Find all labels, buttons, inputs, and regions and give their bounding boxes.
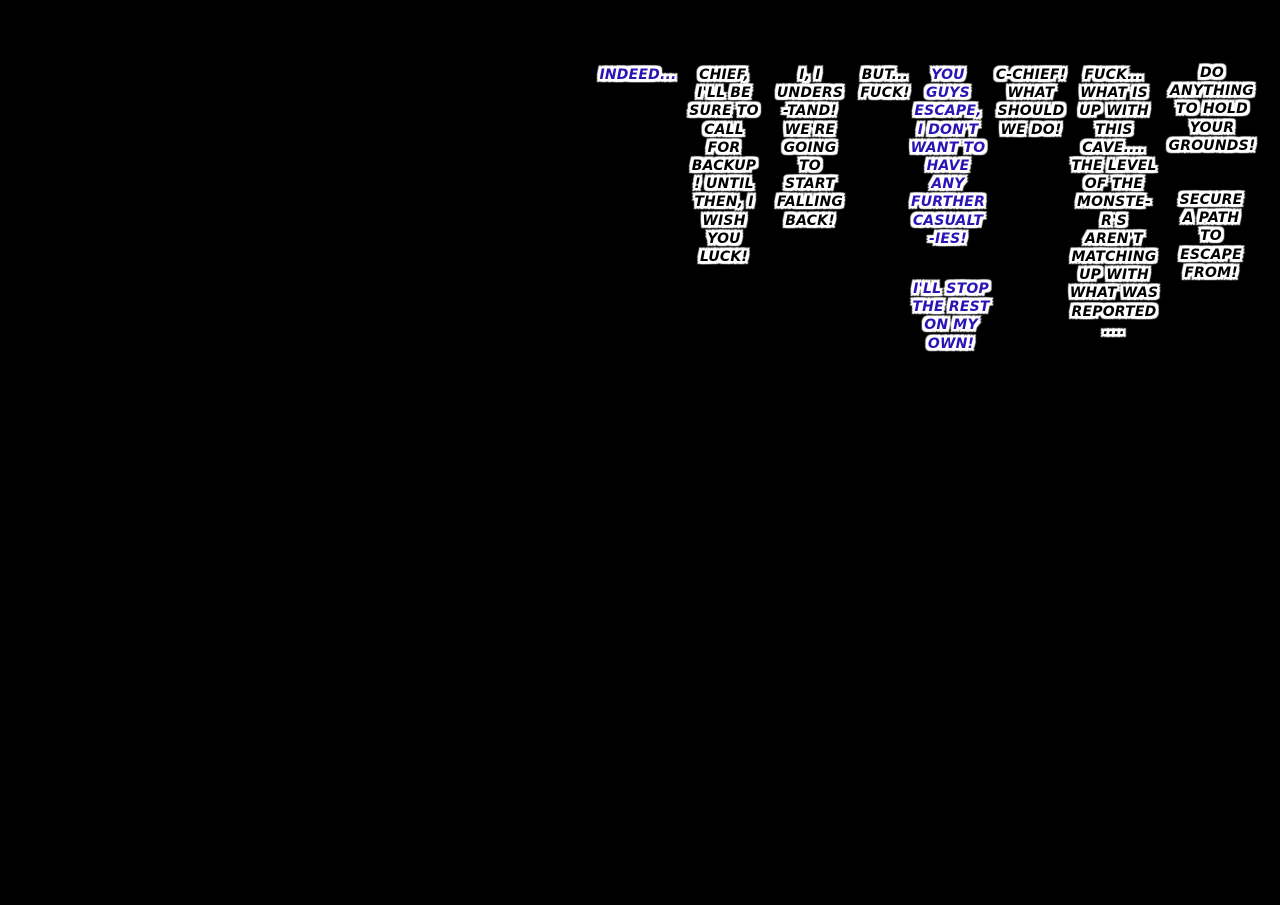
narration-you-guys-escape: YOU GUYS ESCAPE, I DON'T WANT TO HAVE AN… [910, 67, 986, 247]
speech-bubble-c-chief: C-CHIEF! WHAT SHOULD WE DO! [995, 67, 1067, 138]
speech-bubble-fuck-cave: FUCK... WHAT IS UP WITH THIS CAVE.... TH… [1069, 67, 1159, 338]
narration-indeed: INDEED... [599, 67, 677, 83]
speech-bubble-hold-grounds: DO ANYTHING TO HOLD YOUR GROUNDS! [1168, 65, 1256, 154]
speech-bubble-secure-path: SECURE A PATH TO ESCAPE FROM! [1179, 192, 1243, 281]
speech-bubble-but-fuck: BUT... FUCK! [860, 67, 910, 102]
narration-stop-the-rest: I'LL STOP THE REST ON MY OWN! [912, 281, 990, 352]
speech-bubble-understand: I, I UNDERS -TAND! WE'RE GOING TO START … [776, 67, 844, 229]
speech-bubble-chief-backup: CHIEF, I'LL BE SURE TO CALL FOR BACKUP !… [689, 67, 759, 266]
